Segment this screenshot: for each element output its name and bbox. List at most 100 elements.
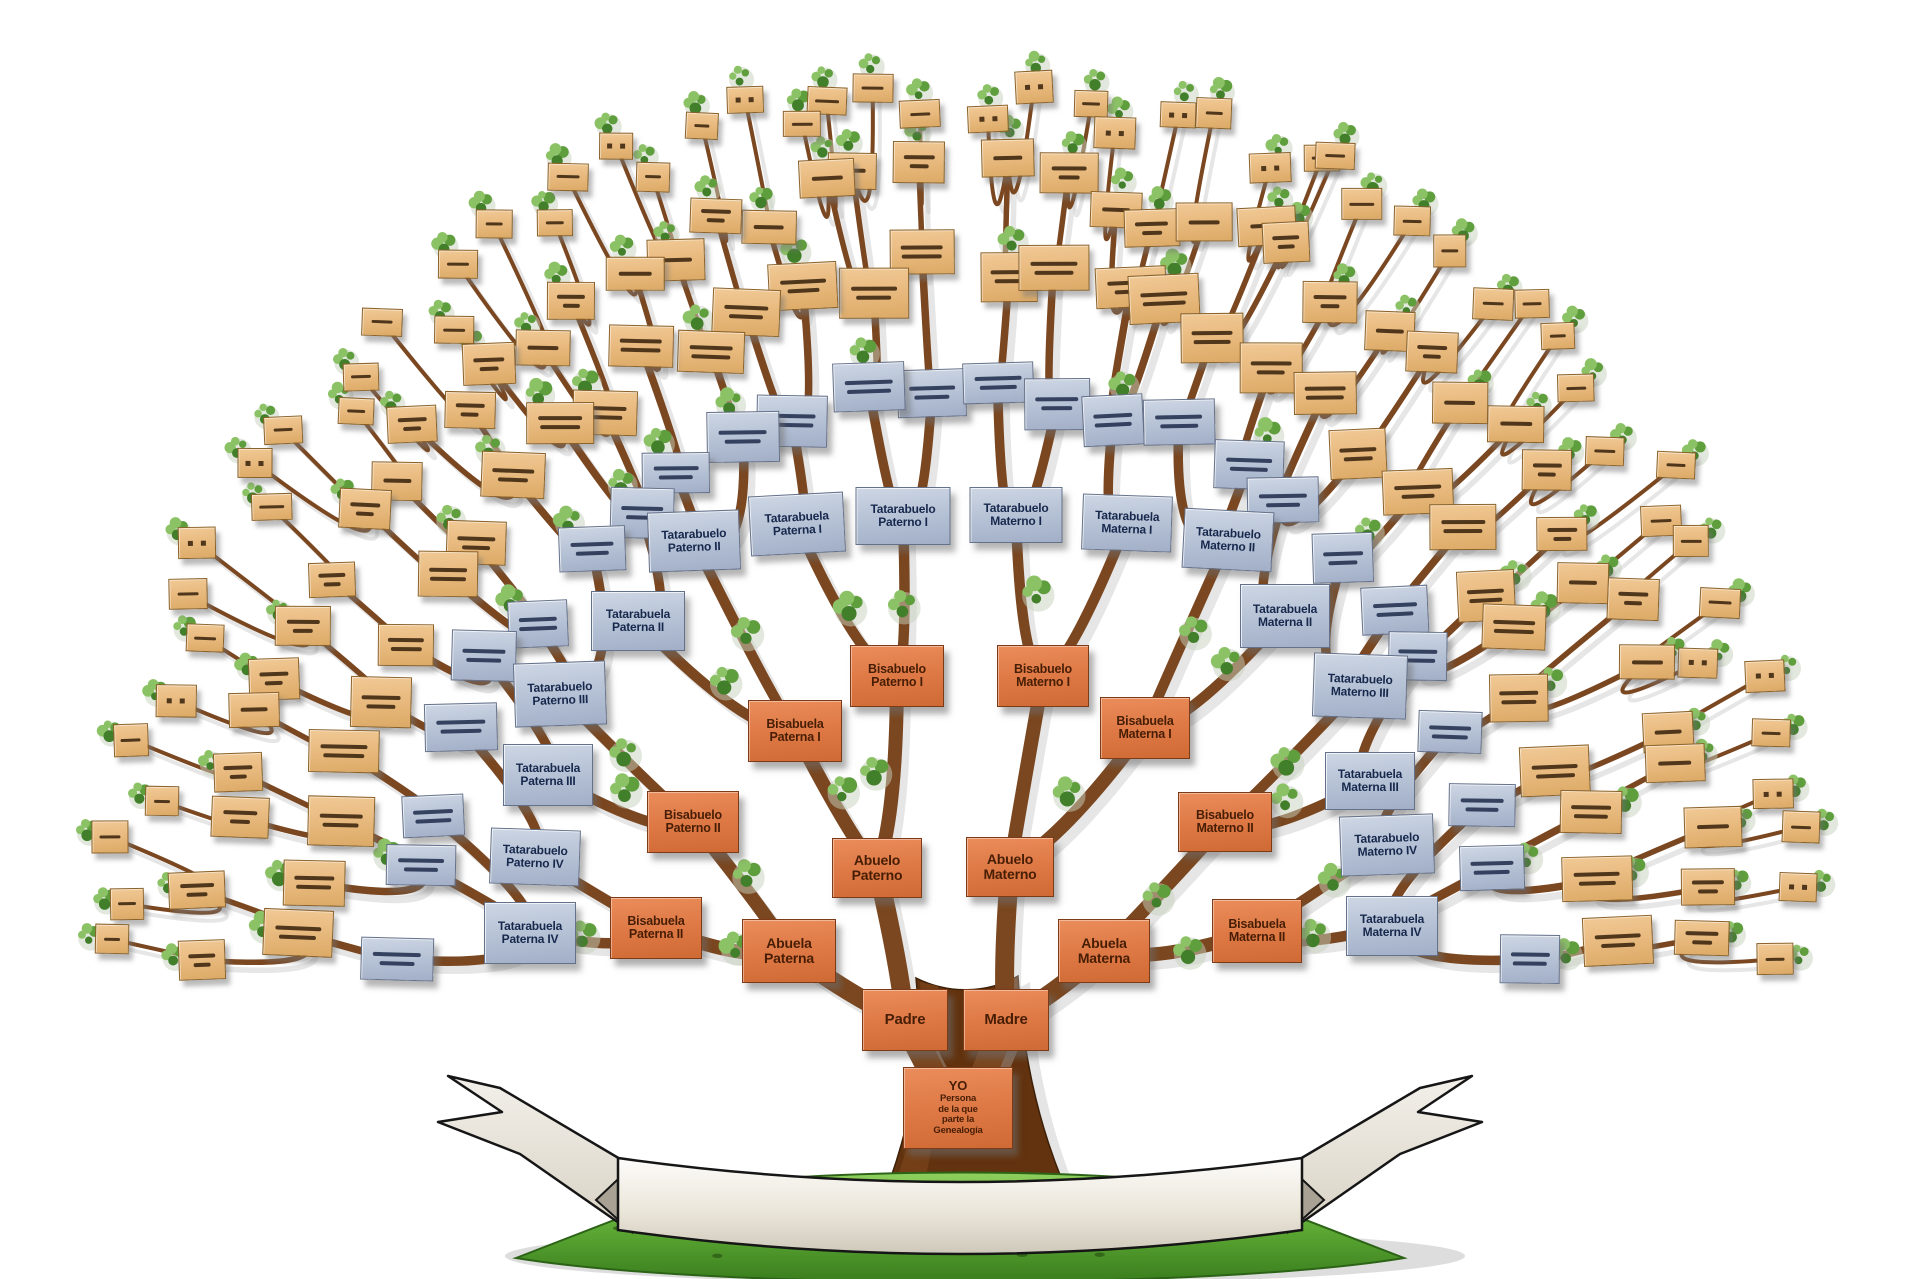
ancestor-box — [1559, 790, 1623, 835]
ancestor-box — [1481, 603, 1547, 651]
ancestor-box — [740, 209, 797, 245]
ancestor-box — [783, 110, 822, 138]
ancestor-box — [262, 415, 303, 445]
ancestor-box — [1239, 342, 1303, 394]
ancestor-box — [685, 111, 720, 141]
ancestor-box — [342, 362, 380, 392]
ancestor-box — [417, 551, 478, 598]
ancestor-box — [546, 163, 589, 192]
ancestor-box — [1674, 919, 1731, 956]
ancestor-box — [599, 132, 634, 160]
ancestor-box — [237, 447, 274, 478]
ancestor-box — [1536, 516, 1588, 552]
ancestor-box — [307, 729, 380, 774]
ancestor-box — [337, 397, 375, 426]
ancestor-box — [450, 629, 518, 683]
ancestor-box — [1175, 202, 1233, 242]
ancestor-box — [1606, 577, 1660, 621]
ancestor-box — [798, 157, 857, 198]
ancestor-box — [212, 751, 264, 793]
ancestor-box — [1428, 504, 1497, 551]
ancestor-box — [385, 404, 438, 444]
ancestor-box — [144, 785, 179, 817]
ancestor-box — [1017, 244, 1090, 292]
ancestor-box — [1458, 844, 1525, 892]
ancestor-box — [178, 939, 227, 982]
ancestor-box — [605, 257, 664, 292]
ancestor-box — [1301, 281, 1358, 324]
ancestor-box — [1513, 288, 1550, 319]
ancestor-box — [1314, 141, 1356, 171]
ancestor-box — [1751, 718, 1792, 749]
ancestor-box — [377, 623, 435, 667]
ancestor-box — [1123, 208, 1181, 249]
ancestor-box — [1472, 287, 1515, 321]
ancestor-box — [1752, 778, 1794, 810]
ancestor-box — [94, 923, 129, 955]
ancestor-box — [1013, 69, 1054, 105]
ancestor-box — [1311, 531, 1375, 584]
ancestor-box — [851, 73, 894, 103]
ancestor-box — [250, 493, 293, 522]
ancestor-box — [1180, 312, 1244, 364]
ancestor-box — [525, 401, 594, 444]
ancestor-box — [177, 526, 217, 560]
ancestor-box — [607, 324, 674, 368]
ancestor-box — [359, 936, 434, 982]
ancestor-box — [1683, 805, 1743, 848]
ancestor-box — [113, 722, 150, 757]
ancestor-box — [167, 870, 227, 910]
ancestor-box — [1487, 405, 1546, 443]
ancestor-box — [1499, 934, 1561, 985]
ancestor-box — [361, 307, 404, 337]
ancestor-box — [831, 361, 906, 414]
ancestor-box — [1405, 330, 1460, 374]
ancestor-box — [1431, 381, 1488, 425]
ancestor-box — [155, 684, 197, 718]
ancestor-box — [1092, 115, 1137, 150]
ancestor-box — [308, 561, 357, 599]
ancestor-box — [110, 887, 145, 921]
ancestor-box — [980, 138, 1036, 178]
ancestor-box — [1618, 644, 1675, 681]
ancestor-box — [514, 329, 571, 367]
ancestor-box — [1781, 810, 1821, 844]
ancestor-box — [1744, 658, 1786, 693]
ancestor-box — [1194, 96, 1233, 129]
ancestor-box — [1080, 393, 1145, 447]
ancestor-box — [1556, 373, 1595, 403]
ancestor-box — [1556, 562, 1610, 604]
ancestor-box — [210, 795, 270, 839]
ancestor-box — [1522, 449, 1573, 492]
ancestor-box — [547, 281, 596, 320]
ancestor-box — [1581, 914, 1654, 968]
ancestor-box — [434, 315, 475, 345]
ancestor-box — [557, 524, 626, 573]
ribbon-right-tail — [1286, 1074, 1484, 1234]
ancestor-box — [1328, 427, 1388, 481]
ancestor-box — [1039, 152, 1098, 195]
ancestor-box — [400, 793, 465, 839]
ancestor-box — [1261, 220, 1311, 264]
ancestor-box — [423, 702, 498, 752]
ancestor-box — [706, 410, 780, 463]
